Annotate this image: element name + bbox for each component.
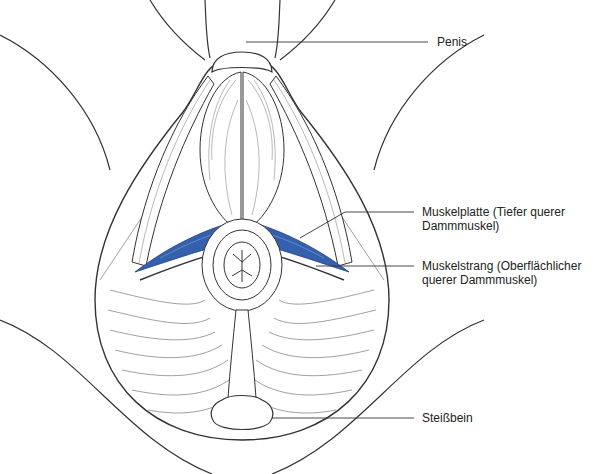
bulbospongiosus-muscle	[200, 72, 284, 232]
leader-line	[246, 42, 428, 418]
muscle-fibers	[209, 80, 275, 215]
anococcygeal-ligament	[228, 310, 256, 398]
perineum-outline	[95, 62, 389, 440]
penis-base	[212, 52, 272, 72]
part-label: Muskelplatte (Tiefer querer Dammmuskel)	[422, 205, 590, 233]
body-outline	[0, 0, 484, 474]
coccyx-bone	[211, 396, 273, 430]
part-label: Muskelstrang (Oberflächlicher querer Dam…	[422, 259, 590, 287]
anus-symbol	[232, 250, 252, 282]
anal-sphincter	[202, 219, 282, 311]
part-label: Steißbein	[422, 411, 562, 425]
part-label: Penis	[437, 35, 577, 49]
